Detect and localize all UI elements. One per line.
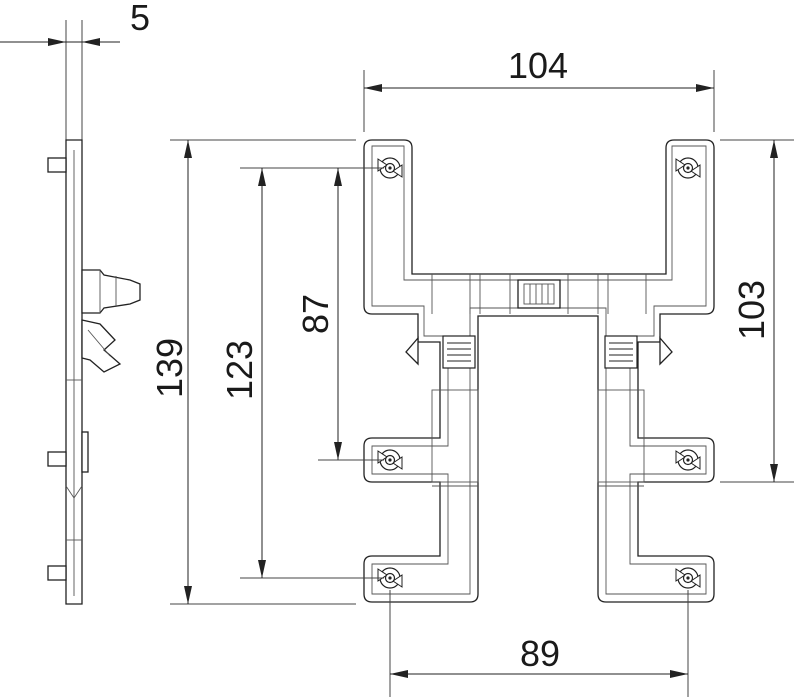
dim-height-outer-holes: 123	[219, 167, 384, 579]
dim-height-inner-holes: 87	[295, 168, 384, 461]
dim-height-right: 103	[720, 139, 794, 483]
dim-height-total: 139	[149, 139, 356, 605]
dim-height-outer-holes-label: 123	[219, 340, 260, 400]
dim-width-bottom-label: 89	[520, 633, 560, 674]
dim-width-total: 104	[363, 45, 715, 132]
dim-thickness: 5	[0, 0, 150, 46]
dim-width-total-label: 104	[508, 45, 568, 86]
dim-height-right-label: 103	[731, 280, 772, 340]
dim-thickness-label: 5	[130, 0, 150, 38]
dim-height-inner-holes-label: 87	[295, 294, 336, 334]
side-view	[47, 20, 141, 605]
dim-width-bottom: 89	[389, 590, 689, 697]
dim-height-total-label: 139	[149, 338, 190, 398]
front-view	[363, 139, 715, 603]
